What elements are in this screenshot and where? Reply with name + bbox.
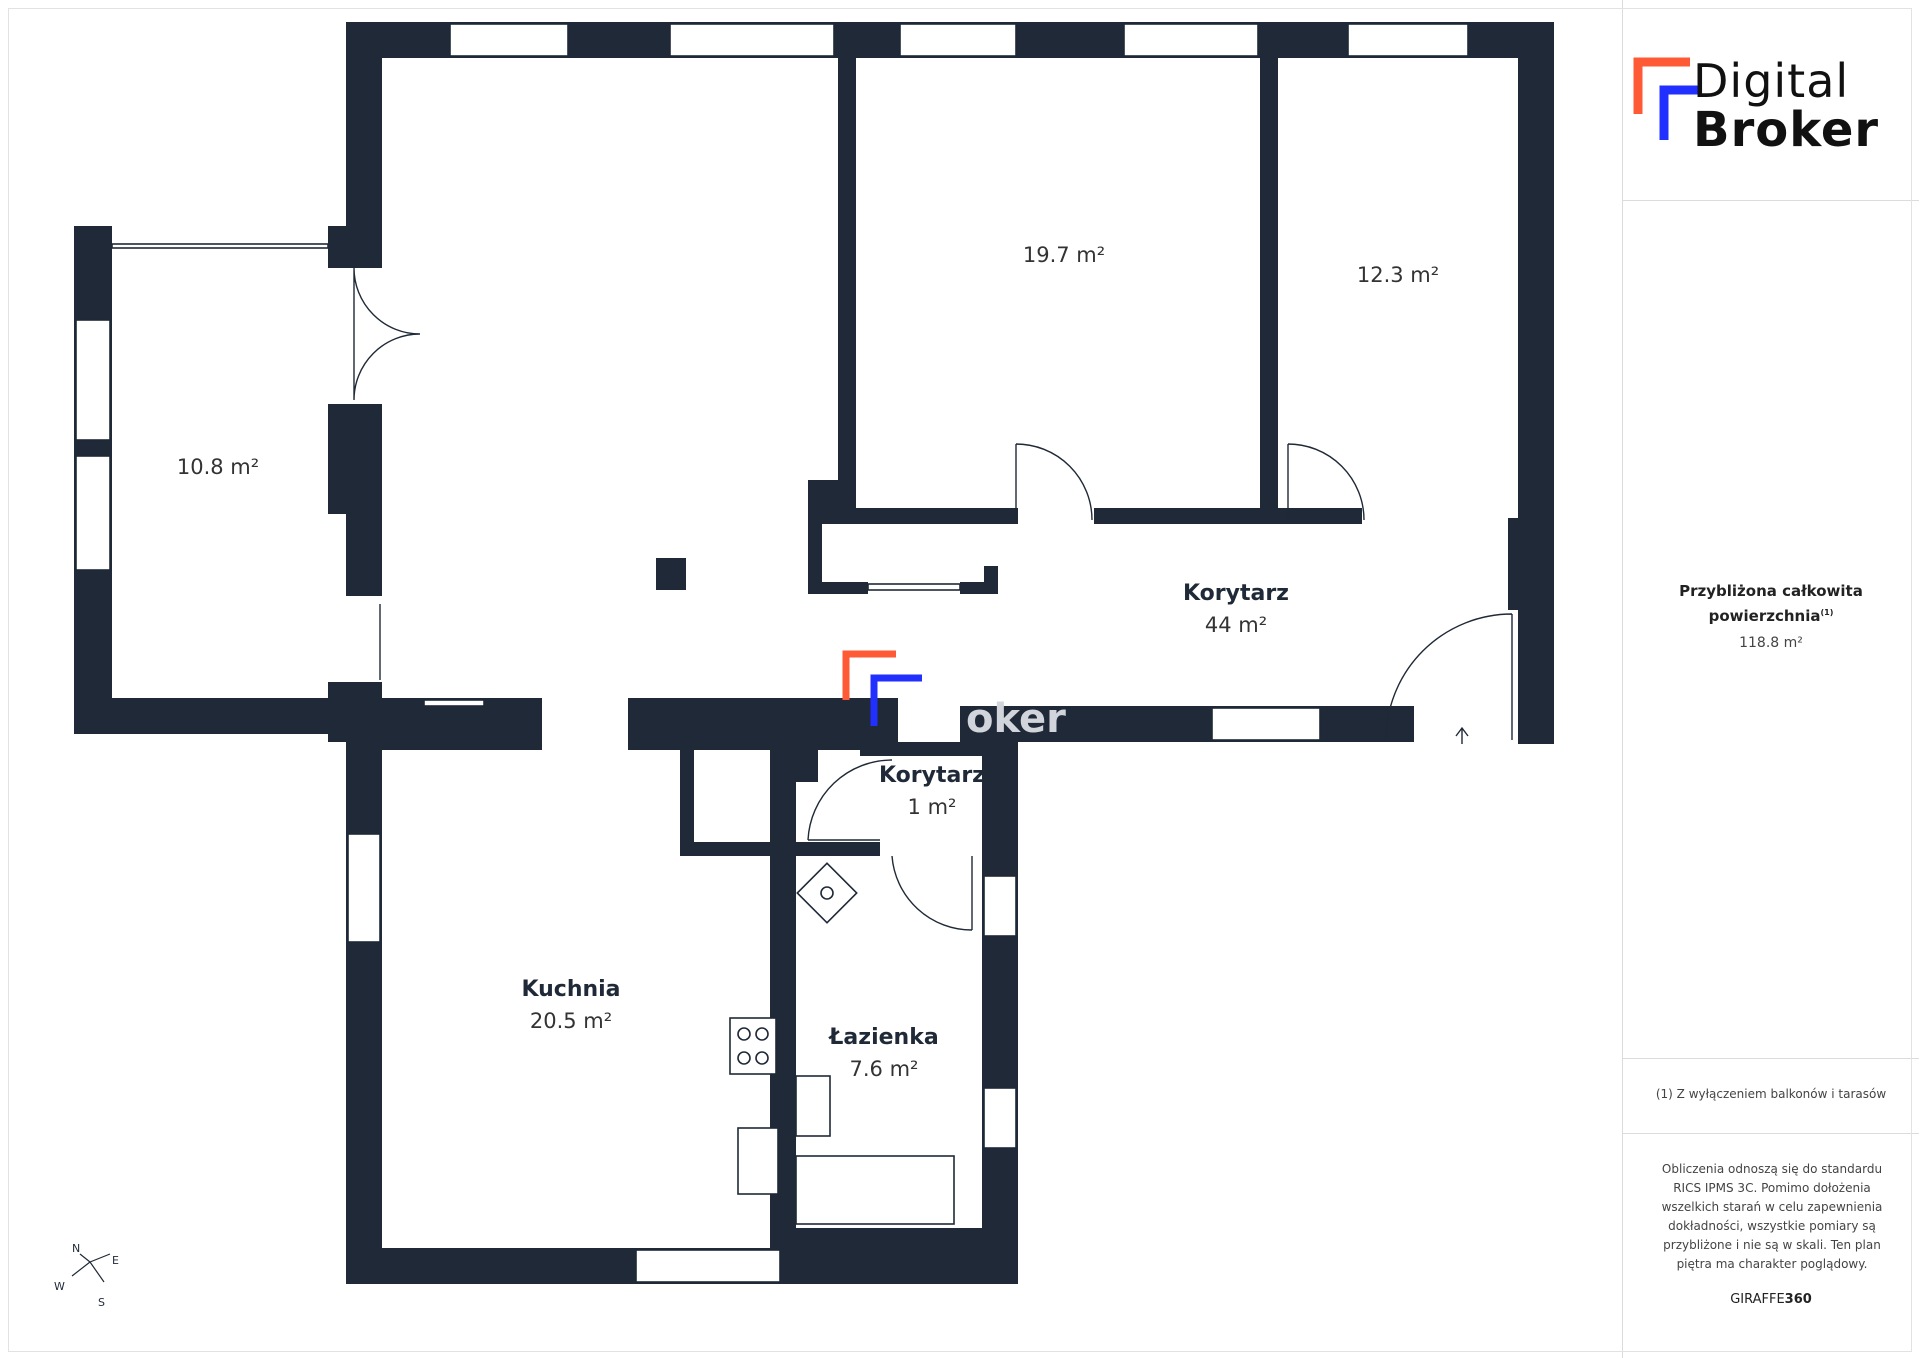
giraffe360-brand: GIRAFFE360 — [1623, 1292, 1919, 1307]
total-area-label-line2: powierzchnia — [1708, 607, 1821, 625]
room-left-area: 10.8 m² — [177, 455, 259, 479]
total-area-label-line1: Przybliżona całkowita — [1679, 582, 1863, 600]
footnote-box: (1) Z wyłączeniem balkonów i tarasów — [1623, 1058, 1919, 1134]
info-sidebar: Digital Broker Przybliżona całkowita pow… — [1622, 0, 1920, 1358]
total-area-label: Przybliżona całkowita powierzchnia(1) — [1623, 580, 1919, 627]
watermark: oker — [842, 650, 1066, 742]
logo-digital: Digital — [1693, 54, 1850, 108]
compass-n: N — [72, 1242, 80, 1255]
watermark-text: oker — [966, 696, 1066, 742]
room-mid-area: 19.7 m² — [1023, 243, 1105, 267]
footnote-mark: (1) — [1820, 608, 1834, 617]
cooktop — [729, 1017, 777, 1075]
windows — [75, 23, 1469, 1283]
corridor-main-name: Korytarz — [1183, 581, 1289, 606]
room-labels: 10.8 m² 19.7 m² 12.3 m² Korytarz 44 m² K… — [177, 243, 1439, 1081]
digital-broker-logo-icon — [1633, 57, 1698, 140]
logo-mark-orange — [1633, 57, 1690, 114]
compass-w: W — [54, 1280, 65, 1293]
bathtub — [795, 1155, 955, 1225]
logo-text: Digital Broker — [1693, 58, 1879, 154]
kitchen-name: Kuchnia — [521, 977, 620, 1002]
room-right-area: 12.3 m² — [1357, 263, 1439, 287]
walls — [74, 22, 1554, 1284]
logo-mark-blue — [1659, 85, 1698, 140]
compass: N E W S — [54, 1242, 119, 1309]
bathroom-area: 7.6 m² — [850, 1057, 919, 1081]
compass-e: E — [112, 1254, 119, 1267]
footnote-text: (1) Z wyłączeniem balkonów i tarasów — [1655, 1087, 1887, 1101]
corridor-small-area: 1 m² — [908, 795, 957, 819]
bathroom-name: Łazienka — [828, 1025, 938, 1050]
total-area-value: 118.8 m² — [1739, 635, 1803, 651]
doors — [353, 267, 1513, 931]
total-area-summary: Przybliżona całkowita powierzchnia(1) 11… — [1623, 580, 1919, 651]
logo-broker: Broker — [1693, 102, 1880, 158]
fixtures — [729, 862, 955, 1225]
corridor-main-area: 44 m² — [1205, 613, 1267, 637]
disclaimer-text: Obliczenia odnoszą się do standardu RICS… — [1661, 1162, 1883, 1271]
kitchen-area: 20.5 m² — [530, 1009, 612, 1033]
corridor-small-name: Korytarz — [879, 763, 985, 788]
brand-suffix: 360 — [1784, 1292, 1812, 1307]
brand-prefix: GIRAFFE — [1730, 1292, 1785, 1307]
floor-plan: oker 10.8 m² 19.7 m² 12.3 m² Korytarz 44… — [54, 22, 1554, 1309]
bathroom-sink — [795, 1075, 831, 1137]
logo-box: Digital Broker — [1623, 0, 1919, 201]
compass-s: S — [98, 1296, 105, 1309]
kitchen-sink — [737, 1127, 779, 1195]
